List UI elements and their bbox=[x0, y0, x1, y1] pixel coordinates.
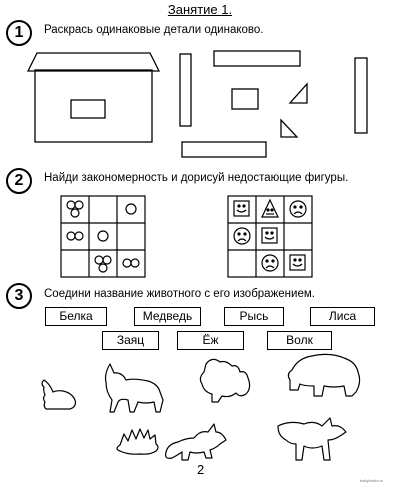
fox-drawing bbox=[165, 423, 227, 461]
hedgehog-drawing bbox=[116, 428, 159, 455]
triangle-top bbox=[288, 82, 308, 104]
task-3-instruction: Соедини название животного с его изображ… bbox=[44, 288, 315, 300]
task-2-instruction: Найди закономерность и дорисуй недостающ… bbox=[44, 172, 349, 184]
small-rectangle bbox=[231, 88, 259, 110]
word-card-lynx[interactable]: Рысь bbox=[224, 307, 284, 326]
circles-grid bbox=[60, 195, 146, 278]
house-figure bbox=[26, 52, 161, 143]
site-credit: babyhobbi.ru bbox=[360, 478, 384, 483]
triangle-bottom bbox=[280, 118, 299, 138]
wide-bar-top bbox=[213, 50, 301, 67]
task-number-1: 1 bbox=[6, 20, 32, 46]
word-card-bear[interactable]: Медведь bbox=[134, 307, 201, 326]
wide-bar-bottom bbox=[181, 141, 267, 158]
faces-grid bbox=[227, 195, 313, 278]
squirrel-drawing bbox=[199, 358, 251, 403]
lynx-drawing bbox=[104, 363, 164, 413]
task-1-instruction: Раскрась одинаковые детали одинаково. bbox=[44, 24, 264, 36]
word-card-squirrel[interactable]: Белка bbox=[45, 307, 107, 326]
word-card-hare[interactable]: Заяц bbox=[102, 331, 159, 350]
word-card-fox[interactable]: Лиса bbox=[310, 307, 375, 326]
bear-drawing bbox=[287, 353, 361, 397]
page-title: Занятие 1. bbox=[167, 2, 233, 17]
tall-bar-left bbox=[179, 53, 192, 127]
word-card-hedgehog[interactable]: Ёж bbox=[177, 331, 244, 350]
page-number: 2 bbox=[197, 462, 205, 477]
task-number-2: 2 bbox=[6, 168, 32, 194]
wolf-drawing bbox=[277, 417, 347, 461]
word-card-wolf[interactable]: Волк bbox=[267, 331, 332, 350]
hare-drawing bbox=[41, 379, 77, 410]
task-number-3: 3 bbox=[6, 283, 32, 309]
tall-bar-right bbox=[354, 57, 368, 134]
